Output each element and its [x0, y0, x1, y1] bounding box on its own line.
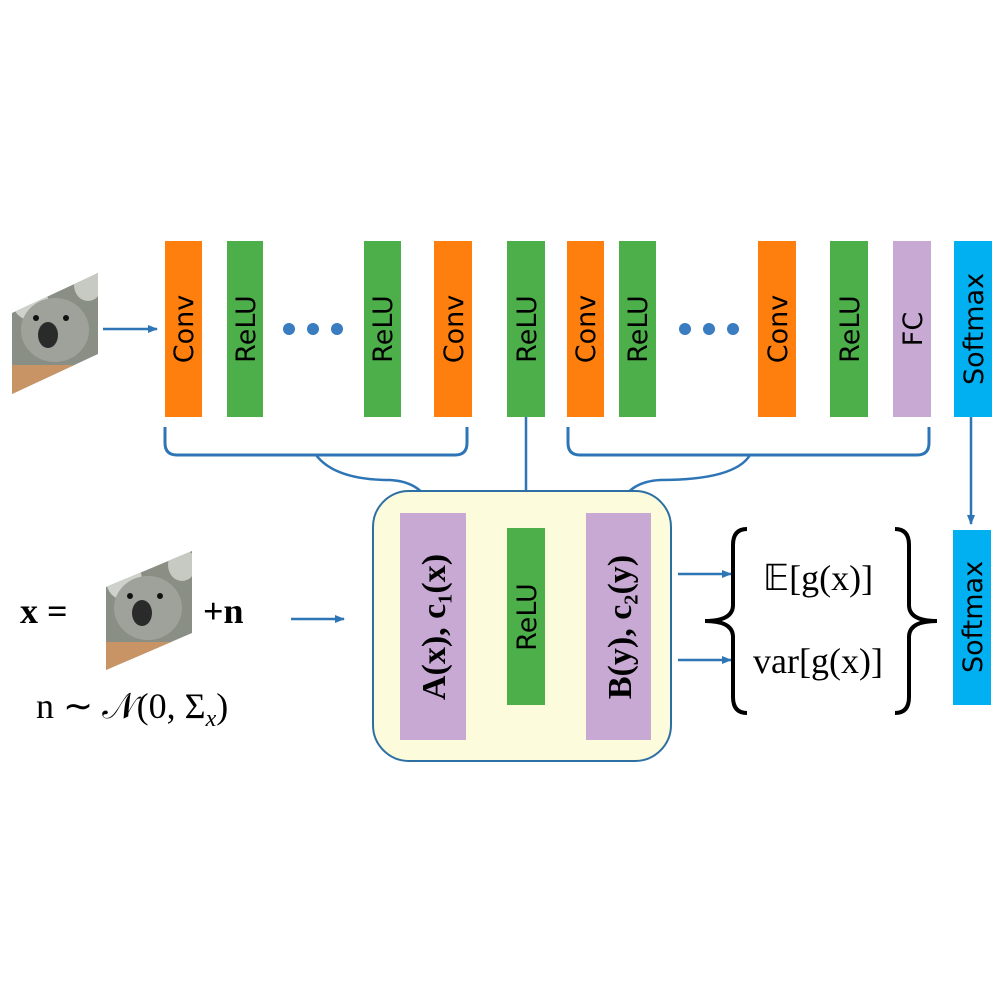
- mean-expression: 𝔼[g(x)]: [763, 558, 873, 598]
- layer-conv-2: [434, 241, 472, 417]
- output-brace-right: [894, 527, 938, 715]
- layer-relu-1: [227, 241, 263, 417]
- output-brace-left: [704, 527, 748, 715]
- layer-relu-5-label: ReLU: [835, 295, 866, 363]
- linear-block-b-label: B(y), c₂(y): [602, 555, 639, 699]
- group-brace-left: [163, 427, 469, 457]
- output-softmax-block: [953, 530, 991, 705]
- layer-conv-1: [165, 241, 202, 417]
- layer-relu-2-label: ReLU: [368, 295, 399, 363]
- output-softmax-label: Softmax: [958, 561, 989, 673]
- koala-image-noisy-icon: [106, 551, 192, 670]
- layer-conv-4-label: Conv: [763, 295, 794, 363]
- layer-conv-2-label: Conv: [439, 295, 470, 363]
- layer-relu-1-label: ReLU: [231, 295, 262, 363]
- layer-relu-2: [364, 241, 401, 417]
- ellipsis-dots-1: [283, 323, 343, 335]
- linear-block-a-label: A(x), c₁(x): [416, 554, 453, 700]
- layer-relu-5: [830, 241, 868, 417]
- input-eq-lhs: x =: [20, 591, 68, 631]
- layer-relu-4: [619, 241, 656, 417]
- variance-expression: var[g(x)]: [753, 641, 883, 681]
- layer-softmax: [954, 241, 992, 417]
- group-brace-right: [566, 427, 931, 457]
- ellipsis-dots-2: [679, 323, 739, 335]
- linear-block-a: [400, 513, 466, 740]
- relu-block-middle-label: ReLU: [512, 583, 543, 651]
- layer-relu-3-label: ReLU: [512, 295, 543, 363]
- layer-fc-label: FC: [898, 312, 929, 346]
- linear-block-b: [586, 513, 651, 740]
- koala-image-icon: [12, 273, 98, 394]
- layer-softmax-label: Softmax: [959, 273, 990, 385]
- layer-conv-1-label: Conv: [169, 295, 200, 363]
- layer-relu-3: [507, 241, 545, 417]
- layer-conv-4: [758, 241, 796, 417]
- layer-conv-3: [567, 241, 604, 417]
- layer-fc: [893, 241, 931, 417]
- layer-conv-3-label: Conv: [571, 295, 602, 363]
- layer-relu-4-label: ReLU: [623, 295, 654, 363]
- input-eq-plus-noise: +n: [203, 591, 244, 631]
- relu-block-middle: [507, 528, 545, 705]
- noise-distribution: n ∼ 𝒩(0, Σx): [36, 686, 228, 732]
